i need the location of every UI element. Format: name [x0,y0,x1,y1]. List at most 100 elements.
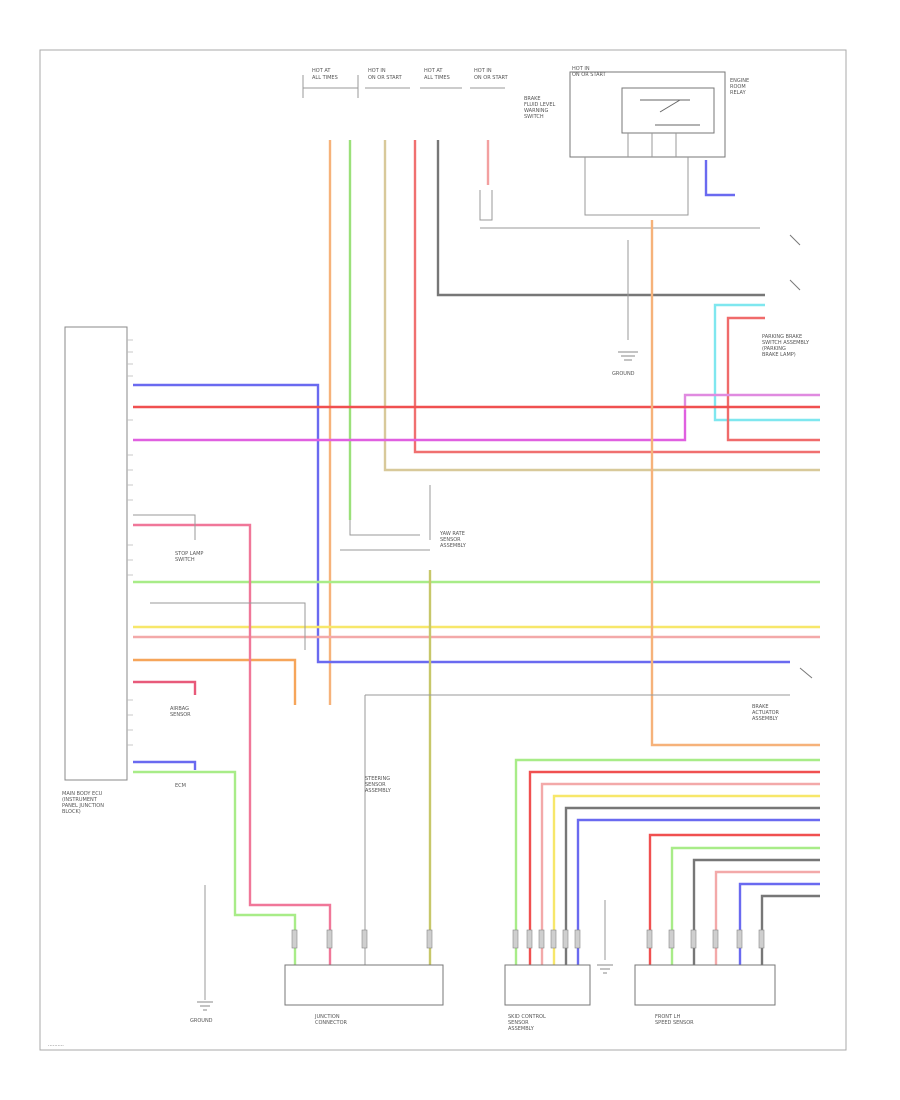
svg-text:RELAY: RELAY [730,90,747,96]
svg-text:HOT AT: HOT AT [312,68,331,74]
wire-blue-relay [704,160,735,197]
label-left-ground: GROUND [190,1018,213,1024]
bottom-bundle-b [648,833,820,965]
wire-gray-ecu-b [150,602,306,650]
label-joint-connector: JUNCTION CONNECTOR [314,1014,348,1026]
svg-text:WARNING: WARNING [524,108,549,114]
svg-text:SWITCH: SWITCH [175,557,195,563]
relay-outer-box [569,71,726,158]
main-ecu-pins [127,339,133,746]
svg-text:PARKING BRAKE: PARKING BRAKE [762,334,802,340]
svg-text:ASSEMBLY: ASSEMBLY [752,716,779,722]
svg-text:SPEED SENSOR: SPEED SENSOR [655,1020,694,1026]
svg-text:HOT AT: HOT AT [424,68,443,74]
svg-text:FLUID LEVEL: FLUID LEVEL [524,102,556,108]
wire-magenta-long [133,410,687,442]
bottom-ground-symbol [597,964,613,974]
relay-bottom-wiring [584,157,689,216]
label-steering: STEERING SENSOR ASSEMBLY [365,776,392,794]
svg-text:CONNECTOR: CONNECTOR [315,1020,348,1026]
svg-text:ON OR START: ON OR START [572,72,607,78]
label-stop-lamp: STOP LAMP SWITCH [175,551,203,563]
label-ecm: ECM [175,783,186,789]
svg-text:BLOCK): BLOCK) [62,809,81,815]
svg-text:SWITCH ASSEMBLY: SWITCH ASSEMBLY [762,340,810,346]
bottom-bundle-a [514,758,820,965]
switch-right-3 [799,667,813,679]
label-brake-fluid: BRAKE FLUID LEVEL WARNING SWITCH [524,96,556,120]
label-brake-actuator: BRAKE ACTUATOR ASSEMBLY [752,704,780,722]
label-front-sensor: FRONT LH SPEED SENSOR [655,1014,694,1026]
svg-text:ACTUATOR: ACTUATOR [752,710,780,716]
svg-text:(INSTRUMENT: (INSTRUMENT [62,797,98,803]
wire-magenta-loop [683,393,820,410]
switch-right-1 [789,234,801,246]
label-ground: GROUND [612,371,635,377]
wire-red-short [133,680,197,695]
wire-salmon-vert [650,220,820,747]
wire-gray-ecu [133,514,196,540]
svg-text:FRONT LH: FRONT LH [655,1014,680,1020]
svg-text:ASSEMBLY: ASSEMBLY [440,543,467,549]
joint-connector-box [284,964,444,1006]
svg-text:HOT IN: HOT IN [474,68,492,74]
svg-text:SKID CONTROL: SKID CONTROL [508,1014,546,1020]
svg-text:ASSEMBLY: ASSEMBLY [365,788,392,794]
wire-gray-horiz [364,694,790,965]
wire-tan-a [383,140,820,472]
wire-blue-short [133,760,197,770]
svg-text:MAIN BODY ECU: MAIN BODY ECU [62,791,103,797]
svg-text:HOT IN: HOT IN [368,68,386,74]
front-sensor-box [634,964,776,1006]
wire-blue-long [133,383,790,664]
wire-cyan [713,303,820,422]
svg-text:SENSOR: SENSOR [170,712,191,718]
svg-text:ROOM: ROOM [730,84,746,90]
svg-text:ENGINE: ENGINE [730,78,749,84]
svg-text:(PARKING: (PARKING [762,346,786,352]
svg-text:JUNCTION: JUNCTION [314,1014,340,1020]
switch-right-2 [789,279,801,291]
svg-text:GROUND: GROUND [190,1018,213,1024]
svg-text:SWITCH: SWITCH [524,114,544,120]
wire-dark-a [436,140,765,297]
svg-text:ALL TIMES: ALL TIMES [424,75,450,81]
svg-text:ECM: ECM [175,783,186,789]
svg-text:PANEL JUNCTION: PANEL JUNCTION [62,803,104,809]
wire-green-short [133,770,297,965]
diagram-border [39,49,847,1051]
svg-text:HOT IN: HOT IN [572,66,590,72]
svg-text:SENSOR: SENSOR [365,782,386,788]
wire-orange-long [133,658,297,705]
relay-wiring [627,133,677,157]
bottom-pin-markers [291,929,765,949]
wire-red-a [413,140,820,454]
left-bottom-ground [197,1001,213,1011]
wire-pink-right [726,316,820,442]
svg-text:STEERING: STEERING [365,776,390,782]
label-main-ecu: MAIN BODY ECU (INSTRUMENT PANEL JUNCTION… [62,791,104,815]
relay-switch [640,99,700,126]
relay-inner-box [621,87,715,134]
svg-text:SENSOR: SENSOR [440,537,461,543]
wire-pink-ecu [133,523,332,965]
label-airbag: AIRBAG SENSOR [170,706,191,718]
label-parking-brake: PARKING BRAKE SWITCH ASSEMBLY (PARKING B… [762,334,810,358]
label-yaw-sensor: YAW RATE SENSOR ASSEMBLY [439,531,467,549]
svg-text:ALL TIMES: ALL TIMES [312,75,338,81]
wire-pink-stub [479,190,493,221]
svg-text:ON OR START: ON OR START [474,75,509,81]
label-skid-ecu: SKID CONTROL SENSOR ASSEMBLY [508,1014,546,1032]
ground-symbol [618,351,638,361]
svg-text:SENSOR: SENSOR [508,1020,529,1026]
page-id: .......... [48,1042,64,1048]
svg-text:GROUND: GROUND [612,371,635,377]
svg-text:BRAKE: BRAKE [524,96,541,102]
main-ecu-box [64,326,128,781]
